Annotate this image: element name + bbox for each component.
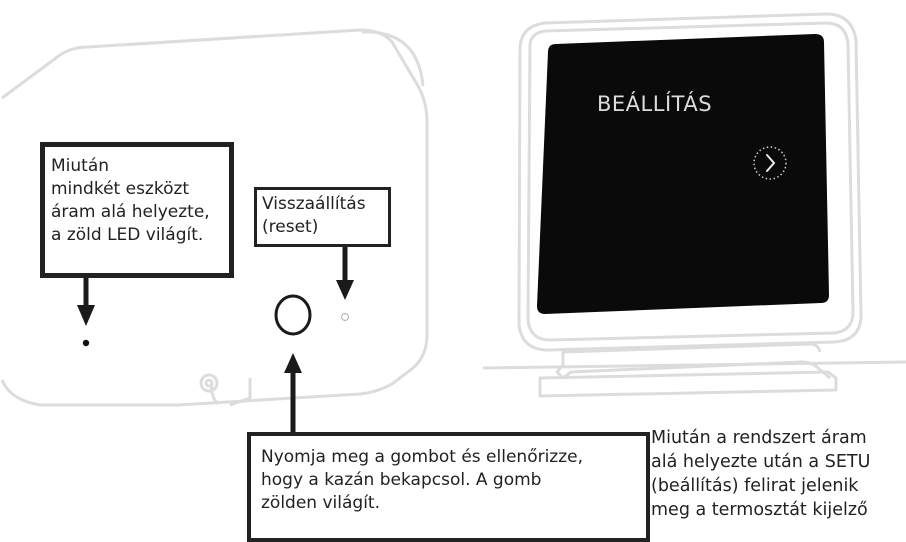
thermostat-description: Miután a rendszert áram alá helyezte utá… bbox=[651, 426, 906, 522]
arrow-reset-head bbox=[336, 280, 354, 300]
led-callout-line: Miután bbox=[51, 156, 110, 176]
reset-callout-line: Visszaállítás bbox=[262, 194, 366, 214]
illustration bbox=[0, 12, 906, 434]
button-press-callout-line: Nyomja meg a gombot és ellenőrizze, bbox=[261, 447, 584, 467]
led-callout-line: a zöld LED világít. bbox=[51, 225, 204, 245]
thermostat-description-line: meg a termosztát kijelző bbox=[651, 500, 868, 520]
receiver-bottom-clip bbox=[199, 373, 219, 393]
led-callout-line: mindkét eszközt bbox=[51, 179, 190, 199]
reset-pinhole bbox=[340, 312, 350, 322]
receiver-led bbox=[82, 339, 90, 347]
button-press-callout: Nyomja meg a gombot és ellenőrizze, hogy… bbox=[247, 432, 650, 542]
arrow-led-head bbox=[77, 305, 95, 326]
button-press-callout-line: hogy a kazán bekapcsol. A gomb bbox=[261, 470, 542, 490]
thermostat-description-line: (beállítás) felirat jelenik bbox=[651, 476, 859, 496]
thermostat-screen-title: BEÁLLÍTÁS bbox=[597, 92, 713, 116]
led-callout-line: áram alá helyezte, bbox=[51, 202, 210, 222]
chevron-right-glyph bbox=[766, 154, 776, 172]
receiver-button[interactable] bbox=[274, 294, 312, 336]
thermostat-device bbox=[482, 12, 906, 398]
thermostat-description-line: alá helyezte után a SETU bbox=[651, 452, 871, 472]
thermostat-description-line: Miután a rendszert áram bbox=[651, 428, 867, 448]
button-press-callout-line: zölden világít. bbox=[261, 493, 380, 513]
led-callout: Miután mindkét eszközt áram alá helyezte… bbox=[40, 142, 234, 278]
reset-callout-line: (reset) bbox=[262, 217, 319, 237]
reset-callout: Visszaállítás (reset) bbox=[254, 187, 391, 247]
thermostat-screen bbox=[537, 34, 829, 314]
arrow-press-head bbox=[284, 353, 302, 373]
callout-arrows bbox=[77, 246, 354, 434]
chevron-right-icon[interactable] bbox=[753, 146, 787, 180]
